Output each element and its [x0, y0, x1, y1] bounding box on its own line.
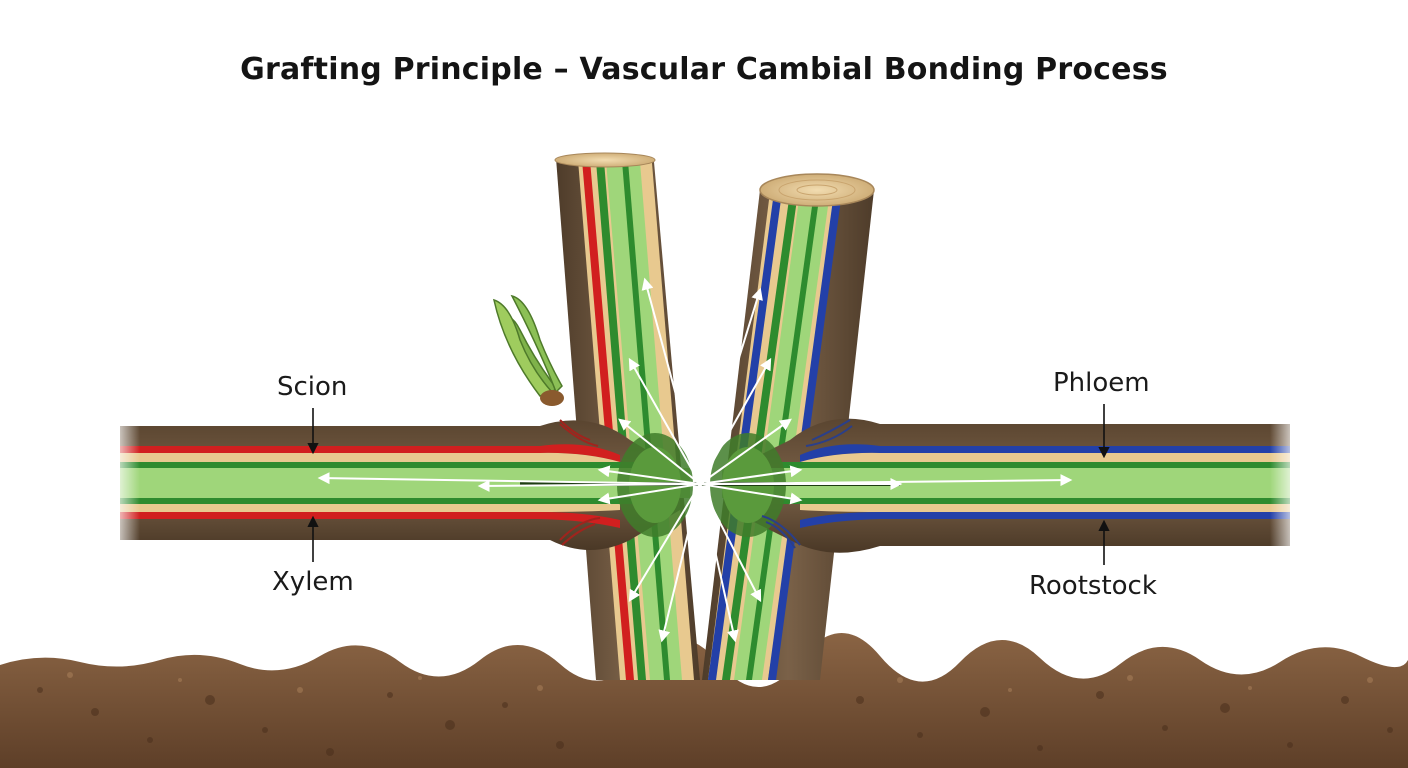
vessel-junctions	[559, 419, 853, 549]
page-title: Grafting Principle – Vascular Cambial Bo…	[240, 52, 1168, 87]
rootstock-branch	[722, 418, 1300, 553]
label-scion: Scion	[277, 372, 348, 402]
rootstock-trunk	[702, 173, 875, 680]
label-xylem: Xylem	[272, 567, 354, 597]
scion-branch	[110, 420, 690, 550]
cambial-flow-arrows	[317, 277, 1073, 643]
soil	[0, 632, 1408, 768]
scion-trunk	[554, 152, 700, 680]
label-phloem: Phloem	[1053, 368, 1150, 398]
label-rootstock: Rootstock	[1029, 571, 1157, 601]
bud-icon	[492, 294, 564, 406]
label-pointers	[307, 404, 1110, 565]
